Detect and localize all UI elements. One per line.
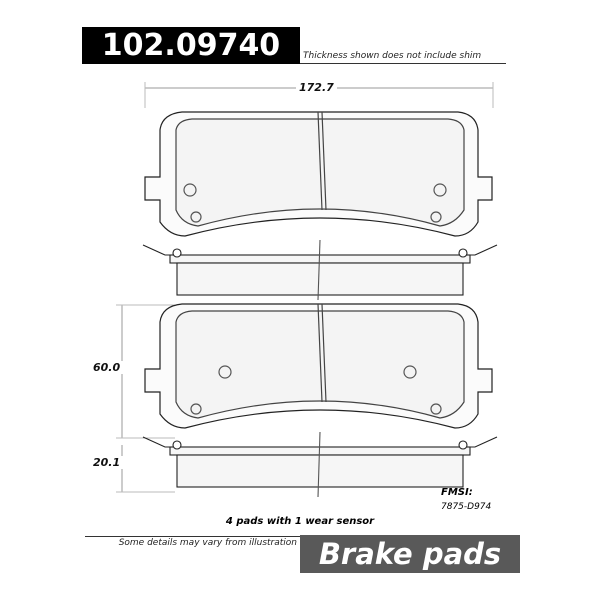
part-number: 102.09740 [82, 27, 300, 64]
divider [85, 536, 300, 537]
product-type-banner: Brake pads [300, 535, 520, 573]
thickness-note: Thickness shown does not include shim [303, 51, 482, 61]
fmsi-label: FMSI: [441, 487, 473, 498]
width-dimension-label: 172.7 [296, 81, 337, 94]
pad-side-view-2 [142, 431, 498, 498]
thickness-dimension-label: 20.1 [90, 456, 124, 469]
pad-front-view-2 [144, 303, 493, 429]
pad-side-view [142, 239, 498, 301]
disclaimer: Some details may vary from illustration [118, 538, 297, 548]
pad-count-summary: 4 pads with 1 wear sensor [225, 516, 375, 527]
divider [300, 63, 506, 64]
height-dimension-label: 60.0 [90, 361, 124, 374]
fmsi-code: 7875-D974 [441, 502, 492, 512]
pad-front-view [144, 111, 493, 237]
